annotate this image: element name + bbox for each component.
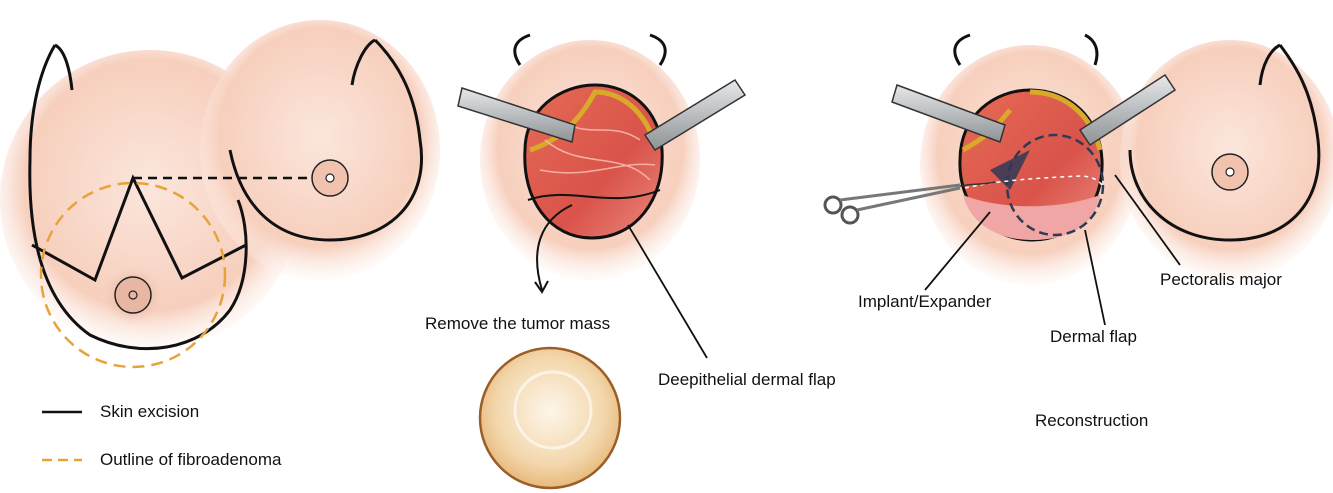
label-implant: Implant/Expander xyxy=(858,292,992,311)
left-breasts xyxy=(0,20,440,351)
pectoralis-leader xyxy=(1114,174,1181,266)
middle-breast xyxy=(480,33,700,280)
deepithelial-leader xyxy=(627,224,708,359)
label-reconstruction: Reconstruction xyxy=(1035,411,1149,430)
label-pectoralis: Pectoralis major xyxy=(1160,270,1282,289)
needle-holder-icon xyxy=(823,181,996,225)
removal-arrow xyxy=(536,204,573,291)
fibroadenoma-outline xyxy=(39,181,227,369)
implant-leader xyxy=(924,211,991,291)
label-deepithelial-flap: Deepithelial dermal flap xyxy=(658,370,836,389)
skin-excision-line xyxy=(31,174,320,283)
tumor-mass xyxy=(478,346,622,490)
label-remove-tumor: Remove the tumor mass xyxy=(425,314,611,333)
reconstructed-breasts xyxy=(920,33,1333,285)
legend-fibroadenoma: Outline of fibroadenoma xyxy=(100,450,282,469)
retractors-right xyxy=(891,73,1177,147)
implant-outline xyxy=(1005,133,1105,237)
legend-skin-excision: Skin excision xyxy=(100,402,200,421)
label-dermal-flap: Dermal flap xyxy=(1050,327,1137,346)
retractors xyxy=(457,78,747,152)
dermal-flap-leader xyxy=(1084,229,1106,326)
left-nipple xyxy=(114,276,152,314)
